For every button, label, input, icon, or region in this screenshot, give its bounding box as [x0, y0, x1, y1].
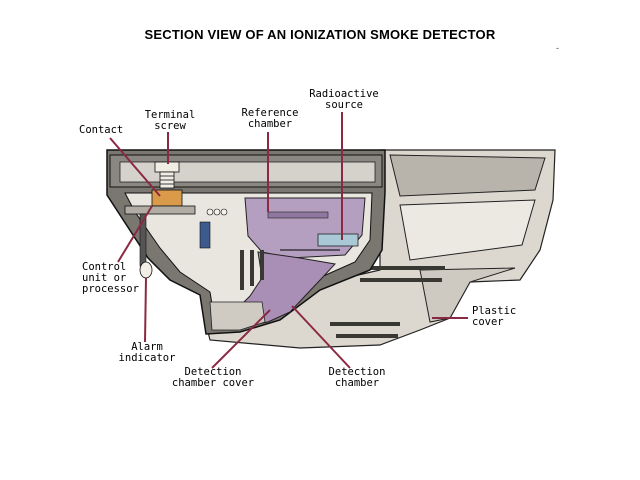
label-contact: Contact	[79, 125, 123, 136]
label-terminal-screw-line2: screw	[154, 120, 186, 132]
label-reference-chamber-line1: Reference	[241, 107, 299, 119]
label-terminal-screw-line1: Terminal	[144, 109, 196, 121]
reference-plate	[267, 211, 329, 219]
housing-top-inner	[119, 161, 376, 183]
alarm-led	[139, 261, 153, 279]
label-alarm-indicator-line1: Alarm	[131, 341, 163, 353]
leader-detection-cover	[211, 309, 271, 369]
leader-control-unit	[117, 205, 153, 263]
detection-cover-vents	[240, 250, 264, 290]
cover-slots	[330, 266, 445, 338]
label-radioactive-source-line1: Radioactive	[309, 88, 379, 100]
label-reference-chamber: Reference chamber	[238, 108, 302, 130]
label-plastic-cover: Plastic cover	[472, 306, 516, 328]
label-alarm-indicator-line2: indicator	[118, 352, 176, 364]
corner-mark: -	[556, 43, 559, 53]
leader-alarm-indicator	[144, 277, 147, 343]
label-control-unit-line2: unit or	[82, 272, 127, 284]
label-radioactive-source-line2: source	[325, 99, 363, 111]
plastic-cover-fold-2	[399, 199, 536, 261]
label-terminal-screw: Terminal screw	[142, 110, 198, 132]
terminal-screw	[154, 161, 180, 189]
leader-lines	[109, 112, 468, 369]
label-detection-chamber-line1: Detection	[328, 366, 386, 378]
label-control-unit-line3: processor	[82, 283, 139, 295]
detection-cover-base	[209, 301, 266, 331]
plastic-cover-fold-3	[419, 267, 516, 323]
label-contact-line1: Contact	[79, 124, 124, 136]
reference-chamber	[244, 197, 366, 259]
label-control-unit-line1: Control	[82, 261, 127, 273]
label-detection-chamber-line2: chamber	[334, 377, 380, 389]
label-reference-chamber-line2: chamber	[247, 118, 293, 130]
plastic-cover-fold-1	[389, 154, 546, 197]
leader-contact	[109, 137, 161, 197]
label-detection-chamber-cover-line1: Detection	[184, 366, 242, 378]
control-board	[124, 205, 196, 215]
label-control-unit: Control unit or processor	[82, 262, 139, 295]
diagram-title: SECTION VIEW OF AN IONIZATION SMOKE DETE…	[144, 27, 496, 42]
radioactive-source	[317, 233, 359, 247]
label-plastic-cover-line1: Plastic	[472, 305, 517, 317]
leader-detection-chamber	[291, 305, 351, 369]
components	[199, 208, 228, 249]
label-detection-chamber: Detection chamber	[322, 367, 392, 389]
label-alarm-indicator: Alarm indicator	[112, 342, 182, 364]
label-radioactive-source: Radioactive source	[306, 89, 382, 111]
label-detection-chamber-cover: Detection chamber cover	[166, 367, 260, 389]
label-plastic-cover-line2: cover	[472, 316, 504, 328]
label-detection-chamber-cover-line2: chamber cover	[171, 377, 255, 389]
